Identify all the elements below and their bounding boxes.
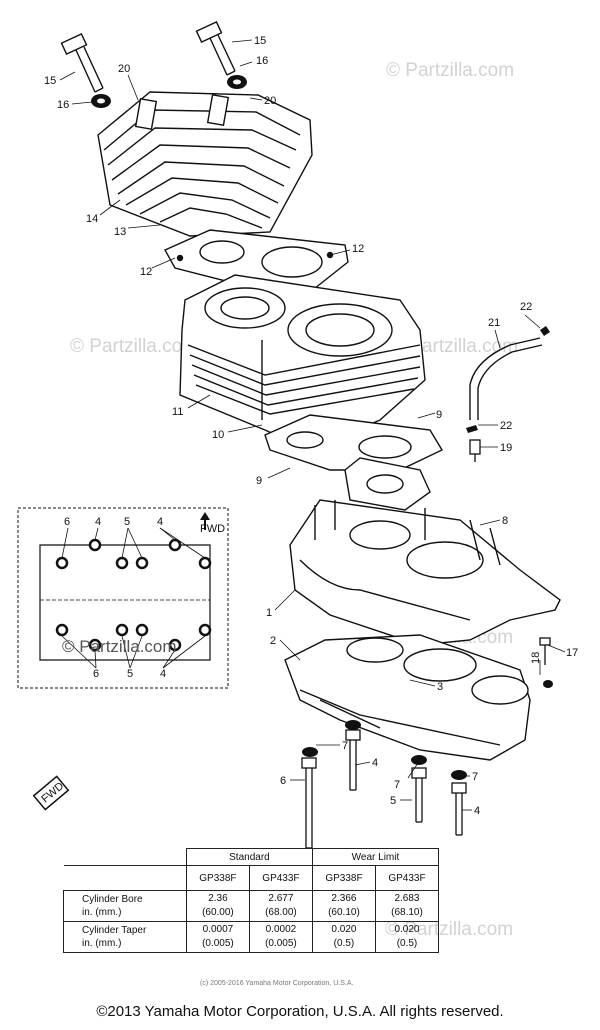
row-label-line: in. (mm.) [82, 907, 122, 918]
fwd-label: FWD [200, 523, 225, 535]
table-cell: 0.0002(0.005) [248, 921, 313, 953]
table-cell: 2.36(60.00) [185, 890, 250, 922]
crankcase-bolt [451, 782, 467, 836]
head-gasket [164, 229, 349, 301]
inset-callout: 4 [95, 516, 101, 528]
crankcase-bolt [411, 767, 427, 823]
watermark: © Partzilla.com [62, 637, 177, 656]
callout-15: 15 [254, 35, 266, 47]
callout-9: 9 [256, 475, 262, 487]
callout-12: 12 [140, 266, 152, 278]
head-bolt-right [195, 20, 236, 76]
base-gasket [264, 414, 443, 471]
table-corner [63, 865, 187, 891]
inset-callout: 4 [157, 516, 163, 528]
callout-20: 20 [118, 63, 130, 75]
column-header: GP433F [374, 865, 440, 891]
diagram-copyright: (c) 2005-2016 Yamaha Motor Corporation, … [200, 980, 354, 987]
callout-22: 22 [500, 420, 512, 432]
row-label: Cylinder Bore in. (mm.) [63, 890, 187, 922]
cylinder-spec-table: Standard Wear Limit GP338F GP433F GP338F… [63, 848, 440, 953]
group-wear-header: Wear Limit [311, 848, 440, 866]
table-row: Cylinder Bore in. (mm.) 2.36(60.00) 2.67… [63, 890, 440, 922]
inset-bolt-pattern: FWD 6 4 5 4 6 5 4 © Partzilla.com [17, 507, 229, 689]
hose-clip-upper [540, 326, 550, 336]
callout-22: 22 [520, 301, 532, 313]
row-label-line: Cylinder Taper [82, 925, 147, 936]
head-bolt-left [60, 32, 104, 93]
watermark: © Partzilla.com [386, 60, 514, 81]
callout-18: 18 [530, 652, 542, 664]
callout-13: 13 [114, 226, 126, 238]
callout-4: 4 [474, 805, 480, 817]
callout-21: 21 [488, 317, 500, 329]
callout-16: 16 [256, 55, 268, 67]
column-header: GP433F [248, 865, 313, 891]
callout-19: 19 [500, 442, 512, 454]
table-cell: 2.366(60.10) [311, 890, 376, 922]
callout-1: 1 [266, 607, 272, 619]
fwd-stamp: FWD [32, 775, 70, 811]
callout-16: 16 [57, 99, 69, 111]
table-cell: 0.020(0.5) [311, 921, 376, 953]
washer-left [91, 94, 111, 108]
cylinder-block [179, 274, 426, 451]
callout-4: 4 [372, 757, 378, 769]
oil-hose [469, 337, 543, 420]
row-label: Cylinder Taper in. (mm.) [63, 921, 187, 953]
leader-lines [59, 39, 566, 811]
callout-8: 8 [502, 515, 508, 527]
crankcase-bolt-long [301, 757, 317, 849]
table-corner [63, 848, 187, 866]
banjo-fitting [469, 439, 481, 462]
table-cell: 0.0007(0.005) [185, 921, 250, 953]
callout-9: 9 [436, 409, 442, 421]
footer-copyright: ©2013 Yamaha Motor Corporation, U.S.A. A… [96, 1003, 504, 1020]
reed-valve-gasket [344, 457, 431, 511]
table-column-header: GP338F GP433F GP338F GP433F [63, 865, 440, 891]
crankcase-bolt [345, 729, 361, 791]
inset-callout: 6 [64, 516, 70, 528]
callout-5: 5 [390, 795, 396, 807]
row-label-line: in. (mm.) [82, 938, 122, 949]
column-header: GP338F [311, 865, 376, 891]
column-header: GP338F [185, 865, 250, 891]
table-cell: 2.677(68.00) [248, 890, 313, 922]
callout-12: 12 [352, 243, 364, 255]
callout-6: 6 [280, 775, 286, 787]
hose-clip-lower [466, 425, 478, 433]
upper-crankcase [289, 499, 561, 646]
table-row: Cylinder Taper in. (mm.) 0.0007(0.005) 0… [63, 921, 440, 953]
table-cell: 2.683(68.10) [374, 890, 440, 922]
lower-crankcase [284, 634, 531, 761]
callout-labels: 15 15 16 16 20 20 14 13 12 12 11 10 9 9 … [44, 35, 578, 817]
callout-20: 20 [264, 95, 276, 107]
crankcase-washers [302, 720, 467, 780]
callout-15: 15 [44, 75, 56, 87]
small-bolt-17 [539, 637, 551, 665]
table-cell: 0.020(0.5) [374, 921, 440, 953]
row-label-line: Cylinder Bore [82, 894, 143, 905]
callout-2: 2 [270, 635, 276, 647]
watermark: © Partzilla.com [70, 336, 198, 357]
callout-7: 7 [342, 740, 348, 752]
cylinder-head [97, 91, 313, 237]
callout-3: 3 [437, 681, 443, 693]
inset-callout: 6 [93, 668, 99, 680]
group-standard-header: Standard [185, 848, 313, 866]
callout-11: 11 [172, 406, 183, 418]
callout-17: 17 [566, 647, 578, 659]
washer-right [227, 75, 247, 89]
callout-7: 7 [394, 779, 400, 791]
small-washer-18 [543, 680, 553, 688]
callout-14: 14 [86, 213, 98, 225]
callout-10: 10 [212, 429, 224, 441]
callout-7: 7 [472, 771, 478, 783]
table-group-header: Standard Wear Limit [63, 848, 440, 866]
inset-callout: 5 [127, 668, 133, 680]
inset-callout: 5 [124, 516, 130, 528]
inset-callout: 4 [160, 668, 166, 680]
